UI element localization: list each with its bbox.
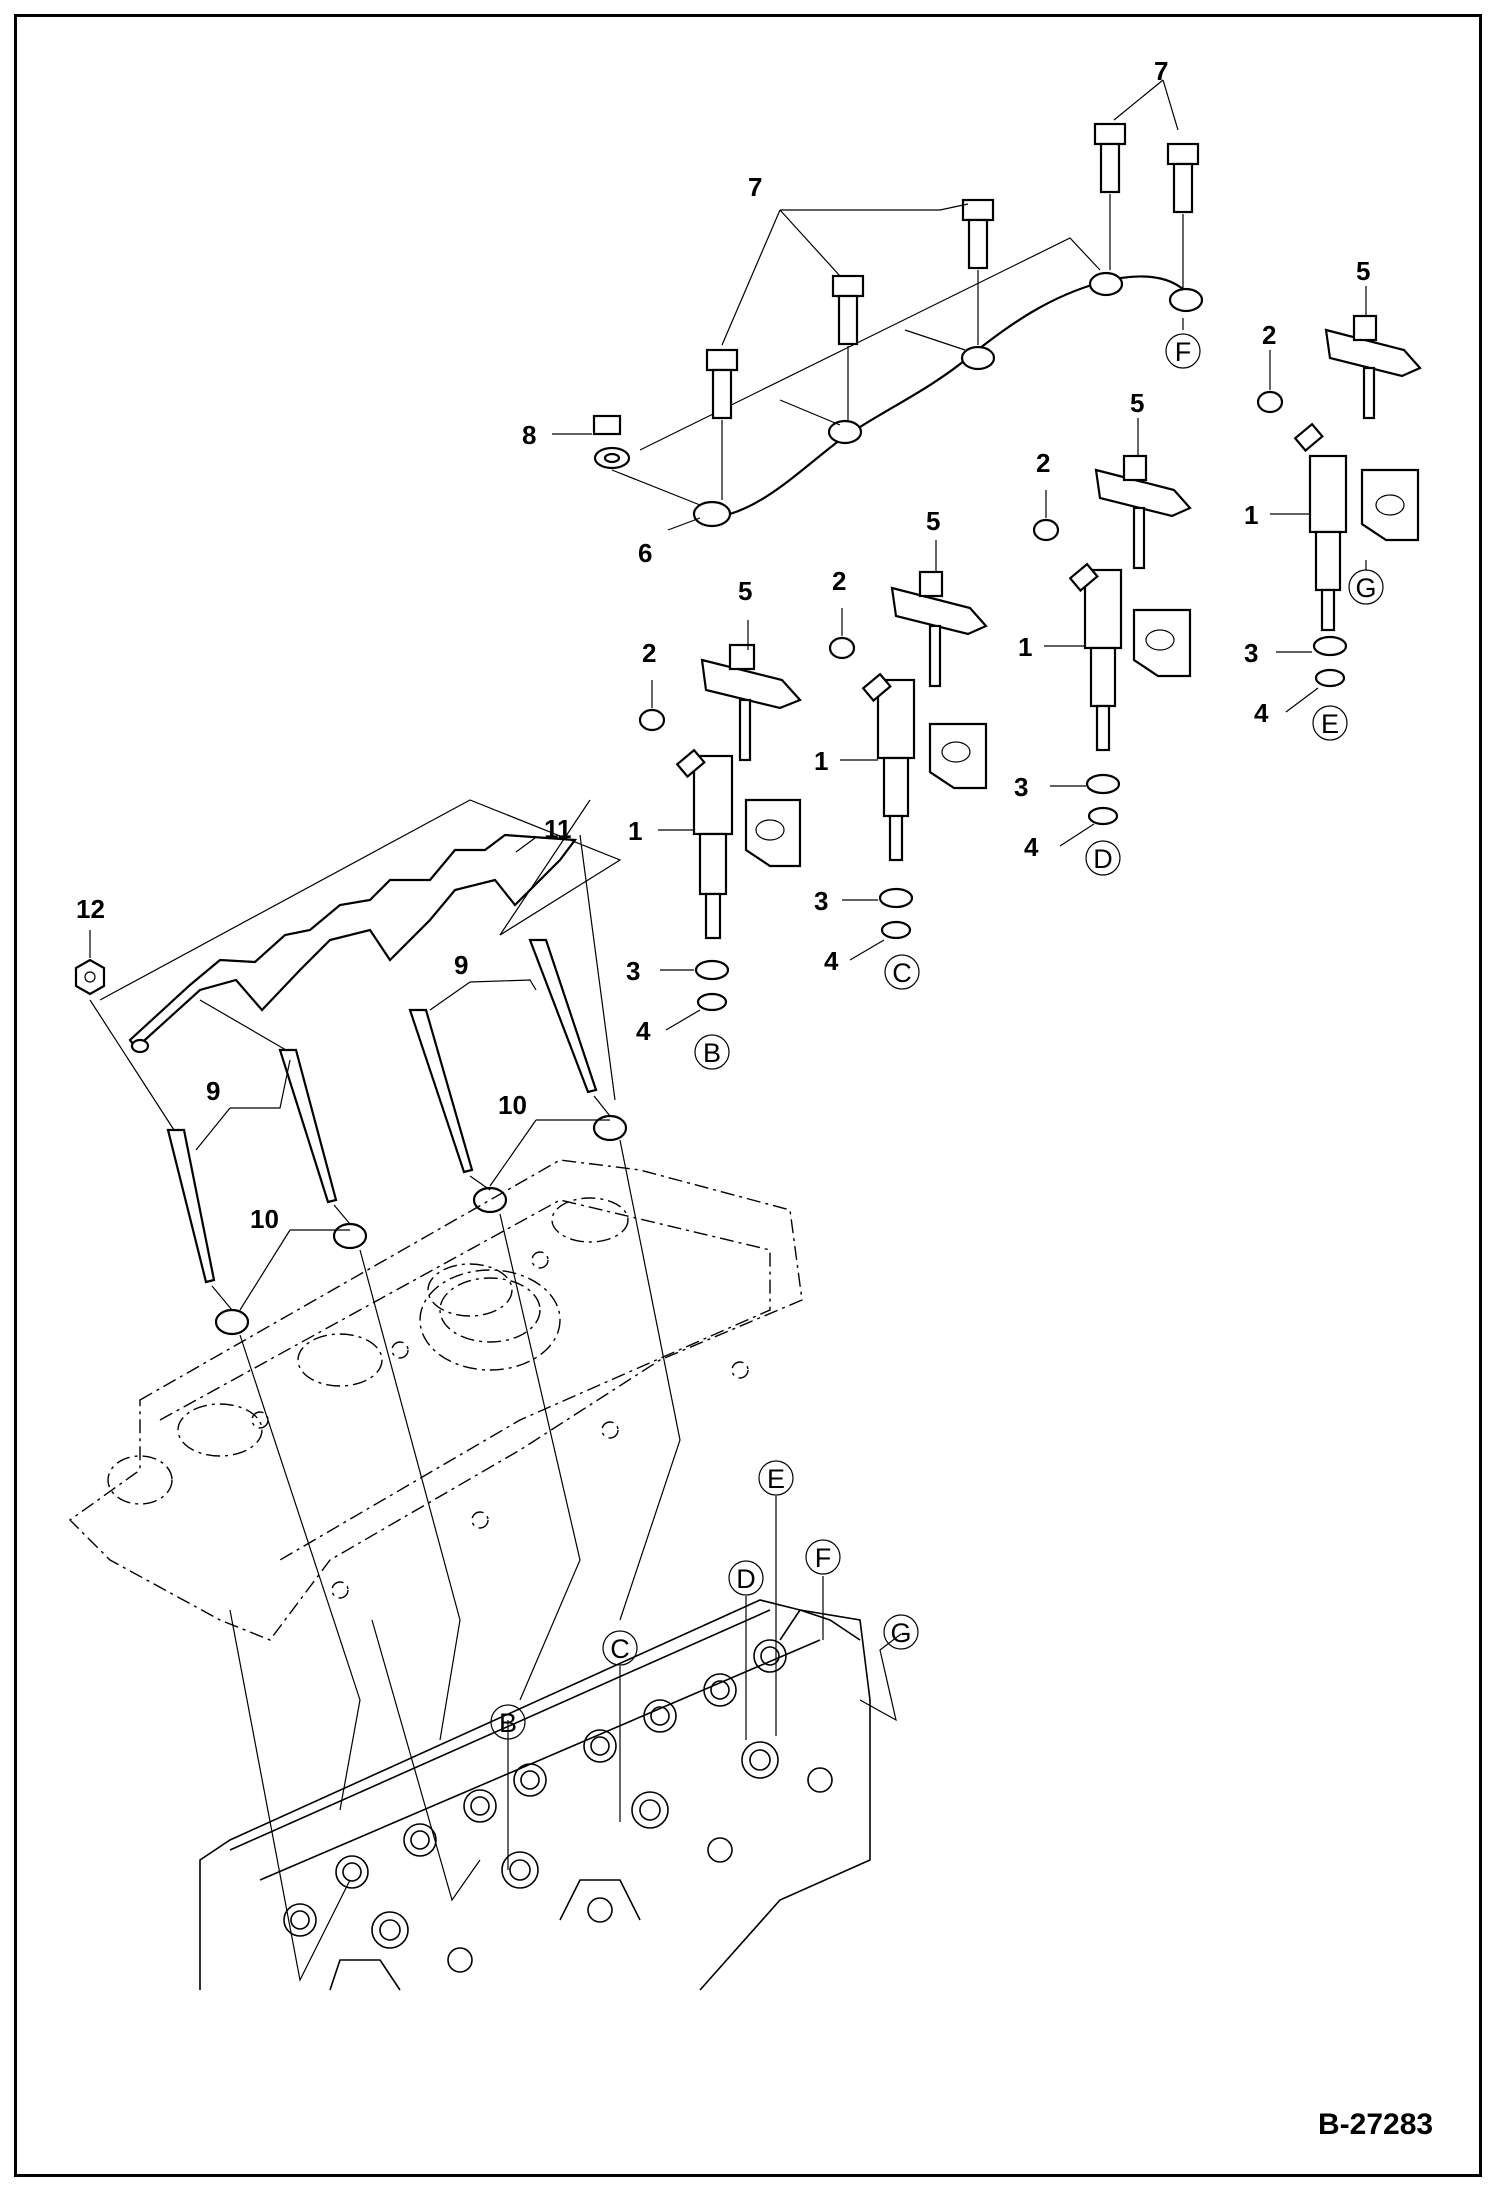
- nut-part-12: [74, 958, 106, 996]
- callout-1: 1: [1018, 632, 1032, 662]
- callout-10: 10: [498, 1090, 527, 1120]
- svg-text:C: C: [892, 958, 912, 988]
- letter-marker-f: F: [1165, 333, 1201, 369]
- callout-12: 12: [76, 894, 105, 924]
- letter-marker-f-head: F: [805, 1539, 841, 1575]
- injector-clamp-part-5: [1324, 314, 1422, 542]
- diagram-frame: [14, 14, 1482, 2177]
- letter-marker-d-head: D: [728, 1560, 764, 1596]
- washer-part-4: [1314, 668, 1346, 688]
- callout-5: 5: [1130, 388, 1144, 418]
- seal-ring-part-3: [1312, 635, 1348, 657]
- injector-clamp-part-5: [1094, 454, 1192, 678]
- svg-text:G: G: [890, 1618, 911, 1648]
- svg-text:G: G: [1355, 573, 1376, 603]
- injector-clamp-part-5: [890, 570, 988, 790]
- letter-marker-d: D: [1085, 840, 1121, 876]
- svg-text:B: B: [499, 1708, 517, 1738]
- svg-text:F: F: [1175, 337, 1192, 367]
- rail-clamp-part-8: [592, 414, 631, 470]
- injector-part-1: [861, 672, 916, 862]
- callout-4: 4: [824, 946, 839, 976]
- callout-2: 2: [1036, 448, 1050, 478]
- callout-5: 5: [738, 576, 752, 606]
- seal-ring-part-3: [694, 959, 730, 981]
- callout-8: 8: [522, 420, 536, 450]
- callout-7-top: 7: [1154, 56, 1168, 86]
- glow-plug-part-9: [166, 938, 598, 1284]
- washer-part-4: [696, 992, 728, 1012]
- callout-10: 10: [250, 1204, 279, 1234]
- callout-2: 2: [1262, 320, 1276, 350]
- callout-11: 11: [544, 814, 572, 844]
- callout-3: 3: [814, 886, 828, 916]
- seal-ring-part-3: [1085, 773, 1121, 795]
- callout-6: 6: [638, 538, 652, 568]
- injector-clamp-part-5: [700, 643, 802, 868]
- cylinder-head: [199, 1599, 871, 1991]
- callout-7-mid: 7: [748, 172, 762, 202]
- letter-marker-e: E: [1312, 705, 1348, 741]
- callout-4: 4: [1024, 832, 1039, 862]
- washer-part-4: [880, 920, 912, 940]
- callout-9: 9: [454, 950, 468, 980]
- o-ring-part-2: [828, 636, 856, 660]
- o-ring-part-2: [1032, 518, 1060, 542]
- letter-marker-e-head: E: [758, 1460, 794, 1496]
- o-ring-part-2: [638, 708, 666, 732]
- callout-numbers: 7 7 5 2 5 8 2 1 5 6 2 5 1 2 3 4 1 3 1 11…: [76, 56, 1370, 1234]
- letter-marker-c-head: C: [602, 1630, 638, 1666]
- letter-marker-b-head: B: [490, 1704, 526, 1740]
- letter-marker-b: B: [694, 1034, 730, 1070]
- callout-9: 9: [206, 1076, 220, 1106]
- svg-text:B: B: [703, 1038, 721, 1068]
- seal-ring-part-3: [878, 887, 914, 909]
- injector-part-1: [675, 748, 734, 940]
- washer-part-4: [1087, 806, 1119, 826]
- injector-part-1: [1293, 422, 1348, 632]
- letter-marker-g-head: G: [883, 1614, 919, 1650]
- svg-text:C: C: [610, 1634, 630, 1664]
- callout-3: 3: [1014, 772, 1028, 802]
- callout-1: 1: [814, 746, 828, 776]
- letter-marker-c: C: [884, 954, 920, 990]
- o-ring-part-2: [1256, 390, 1284, 414]
- rocker-cover: [68, 1159, 803, 1641]
- callout-2: 2: [832, 566, 846, 596]
- glow-plug-bus-bar-part-11: [128, 833, 578, 1054]
- bolt-part-7: [705, 122, 1200, 420]
- svg-text:D: D: [736, 1564, 756, 1594]
- callout-5: 5: [926, 506, 940, 536]
- svg-text:E: E: [1321, 709, 1339, 739]
- callout-1: 1: [628, 816, 642, 846]
- callout-3: 3: [626, 956, 640, 986]
- svg-text:D: D: [1093, 844, 1113, 874]
- callout-4: 4: [1254, 698, 1269, 728]
- callout-4: 4: [636, 1016, 651, 1046]
- svg-text:E: E: [767, 1464, 785, 1494]
- svg-text:F: F: [815, 1543, 832, 1573]
- letter-marker-g: G: [1348, 569, 1384, 605]
- injector-part-1: [1068, 562, 1123, 752]
- callout-5: 5: [1356, 256, 1370, 286]
- callout-1: 1: [1244, 500, 1258, 530]
- leader-lines: [89, 79, 1367, 1870]
- drawing-number: B-27283: [1318, 2108, 1433, 2141]
- callout-2: 2: [642, 638, 656, 668]
- fuel-rail-part-6: [692, 271, 1204, 528]
- callout-3: 3: [1244, 638, 1258, 668]
